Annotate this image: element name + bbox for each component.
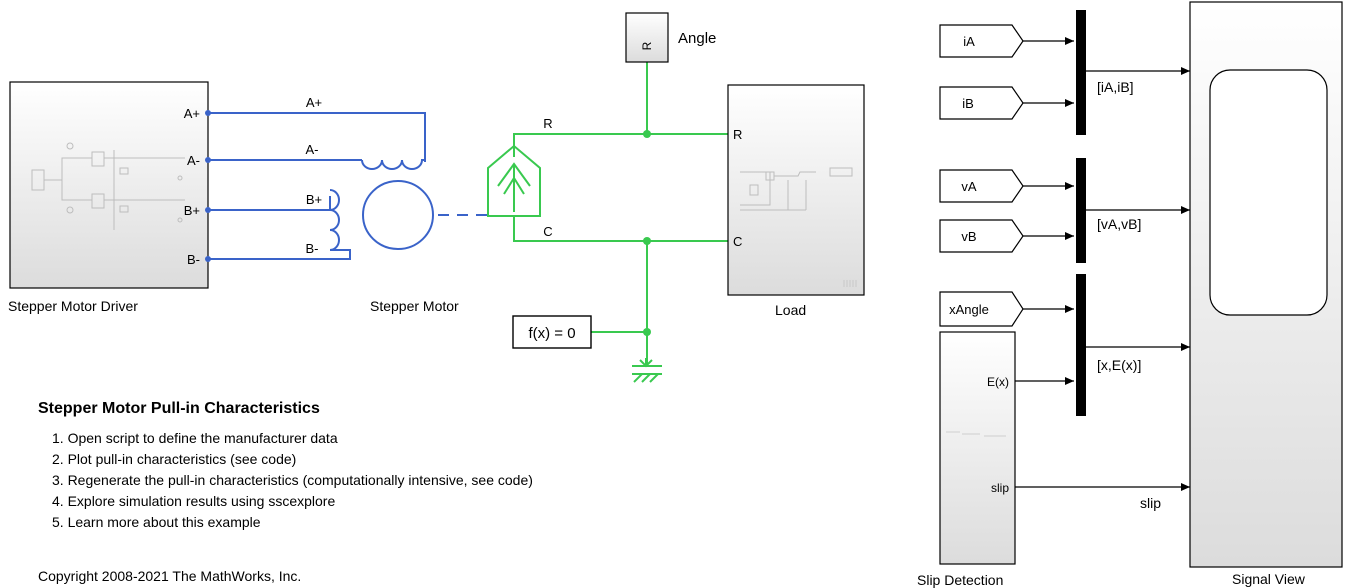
- signal-label-slip: slip: [1140, 495, 1161, 511]
- signal-view-block[interactable]: [1189, 1, 1343, 568]
- driver-port-a-minus: A-: [187, 153, 200, 168]
- slip-detection-internal-icon: [946, 431, 1006, 437]
- load-internal-schematic-icon: [740, 167, 853, 211]
- motor-rotor-icon: [362, 180, 434, 250]
- load-port-r: R: [733, 127, 742, 142]
- driver-internal-schematic-icon: [31, 142, 185, 230]
- wire-label-b-minus: B-: [306, 241, 319, 256]
- annotation-steps: 1. Open script to define the manufacture…: [52, 428, 533, 533]
- load-label: Load: [775, 302, 807, 318]
- electrical-wires: [208, 112, 426, 260]
- annotation-title: Stepper Motor Pull-in Characteristics: [38, 400, 320, 417]
- copyright-text: Copyright 2008-2021 The MathWorks, Inc.: [38, 568, 302, 584]
- angle-port-r: R: [640, 41, 654, 50]
- wire-label-b-plus: B+: [306, 192, 322, 207]
- wire-label-r: R: [543, 116, 552, 131]
- wire-a-plus: [208, 112, 426, 162]
- fx-label: f(x) = 0: [528, 325, 575, 342]
- slip-port-slip: slip: [991, 481, 1009, 495]
- angle-label: Angle: [678, 30, 717, 47]
- mechanical-ground-icon: [632, 358, 662, 383]
- wire-label-c: C: [543, 224, 552, 239]
- step-plot-characteristics[interactable]: 2. Plot pull-in characteristics (see cod…: [52, 451, 297, 467]
- from-tag-xangle: [939, 291, 1024, 327]
- stepper-motor-driver-block[interactable]: A+ A- B+ B-: [9, 81, 209, 289]
- motor-label: Stepper Motor: [370, 298, 459, 314]
- winding-a-coil-icon: [361, 159, 426, 170]
- mechanical-wires: [513, 62, 728, 365]
- wire-label-a-plus: A+: [306, 95, 322, 110]
- step-explore-results[interactable]: 4. Explore simulation results using ssce…: [52, 493, 336, 509]
- mux-2[interactable]: [1076, 158, 1086, 263]
- tag-label-xangle: xAngle: [949, 302, 989, 317]
- from-tag-va: [939, 169, 1024, 203]
- load-block[interactable]: R C: [727, 84, 865, 296]
- signal-label-xex: [x,E(x)]: [1097, 357, 1141, 373]
- driver-port-a-plus: A+: [184, 106, 200, 121]
- slip-detection-label: Slip Detection: [917, 572, 1004, 588]
- signal-view-label: Signal View: [1232, 571, 1305, 587]
- tag-label-va: vA: [961, 179, 977, 194]
- scope-screen-icon: [1209, 69, 1328, 316]
- step-regenerate-characteristics[interactable]: 3. Regenerate the pull-in characteristic…: [52, 472, 533, 488]
- load-port-c: C: [733, 234, 742, 249]
- winding-b-coil-icon: [329, 189, 340, 251]
- slip-detection-block[interactable]: E(x) slip: [939, 331, 1016, 565]
- tag-label-ib: iB: [962, 96, 974, 111]
- driver-port-b-minus: B-: [187, 252, 200, 267]
- tag-label-vb: vB: [961, 229, 976, 244]
- tag-label-ia: iA: [963, 34, 975, 49]
- signal-label-iaib: [iA,iB]: [1097, 79, 1134, 95]
- slip-port-ex: E(x): [987, 375, 1009, 389]
- from-tag-ib: [939, 86, 1024, 120]
- solver-configuration-block[interactable]: f(x) = 0: [512, 315, 592, 349]
- signal-lines: [1015, 37, 1190, 491]
- mux-1[interactable]: [1076, 10, 1086, 135]
- signal-label-vavb: [vA,vB]: [1097, 216, 1141, 232]
- stepper-motor-block[interactable]: [329, 159, 488, 252]
- angle-block[interactable]: R: [625, 12, 669, 63]
- wire-r: [513, 133, 728, 157]
- driver-label: Stepper Motor Driver: [8, 298, 138, 314]
- rotational-sensor-icon[interactable]: [487, 144, 541, 217]
- step-open-script[interactable]: 1. Open script to define the manufacture…: [52, 430, 338, 446]
- goto-tags[interactable]: [939, 24, 1024, 327]
- mux-3[interactable]: [1076, 274, 1086, 416]
- driver-port-b-plus: B+: [184, 203, 200, 218]
- wire-c: [513, 216, 728, 242]
- step-learn-more[interactable]: 5. Learn more about this example: [52, 514, 261, 530]
- wire-b-minus: [208, 252, 351, 260]
- resize-grip-icon: [843, 280, 857, 287]
- wire-label-a-minus: A-: [306, 142, 319, 157]
- from-tag-ia: [939, 24, 1024, 58]
- from-tag-vb: [939, 219, 1024, 253]
